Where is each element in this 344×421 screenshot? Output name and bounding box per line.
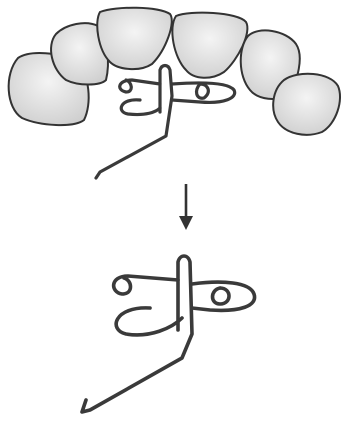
spring-small-coil-bottom [114, 306, 184, 337]
spring-arm-top [94, 63, 174, 180]
spring-loop-right-bottom [190, 280, 257, 313]
spring-appliance-top [94, 63, 237, 180]
spring-loop-inner-top [194, 82, 210, 100]
dental-arch [7, 6, 341, 136]
tooth-right-1 [272, 72, 341, 136]
down-arrow-icon [179, 184, 193, 230]
spring-arm-bottom [80, 254, 194, 414]
spring-loop-right-top [170, 81, 237, 104]
tooth-left-2 [50, 22, 109, 86]
spring-appliance-bottom [80, 254, 257, 414]
tooth-center-left [96, 6, 173, 70]
spring-coil-left-bottom [111, 274, 180, 296]
spring-coil-left-top [118, 78, 162, 94]
tooth-center-right [171, 11, 249, 79]
spring-small-coil-top [119, 98, 162, 117]
spring-loop-inner-bottom [210, 286, 231, 306]
